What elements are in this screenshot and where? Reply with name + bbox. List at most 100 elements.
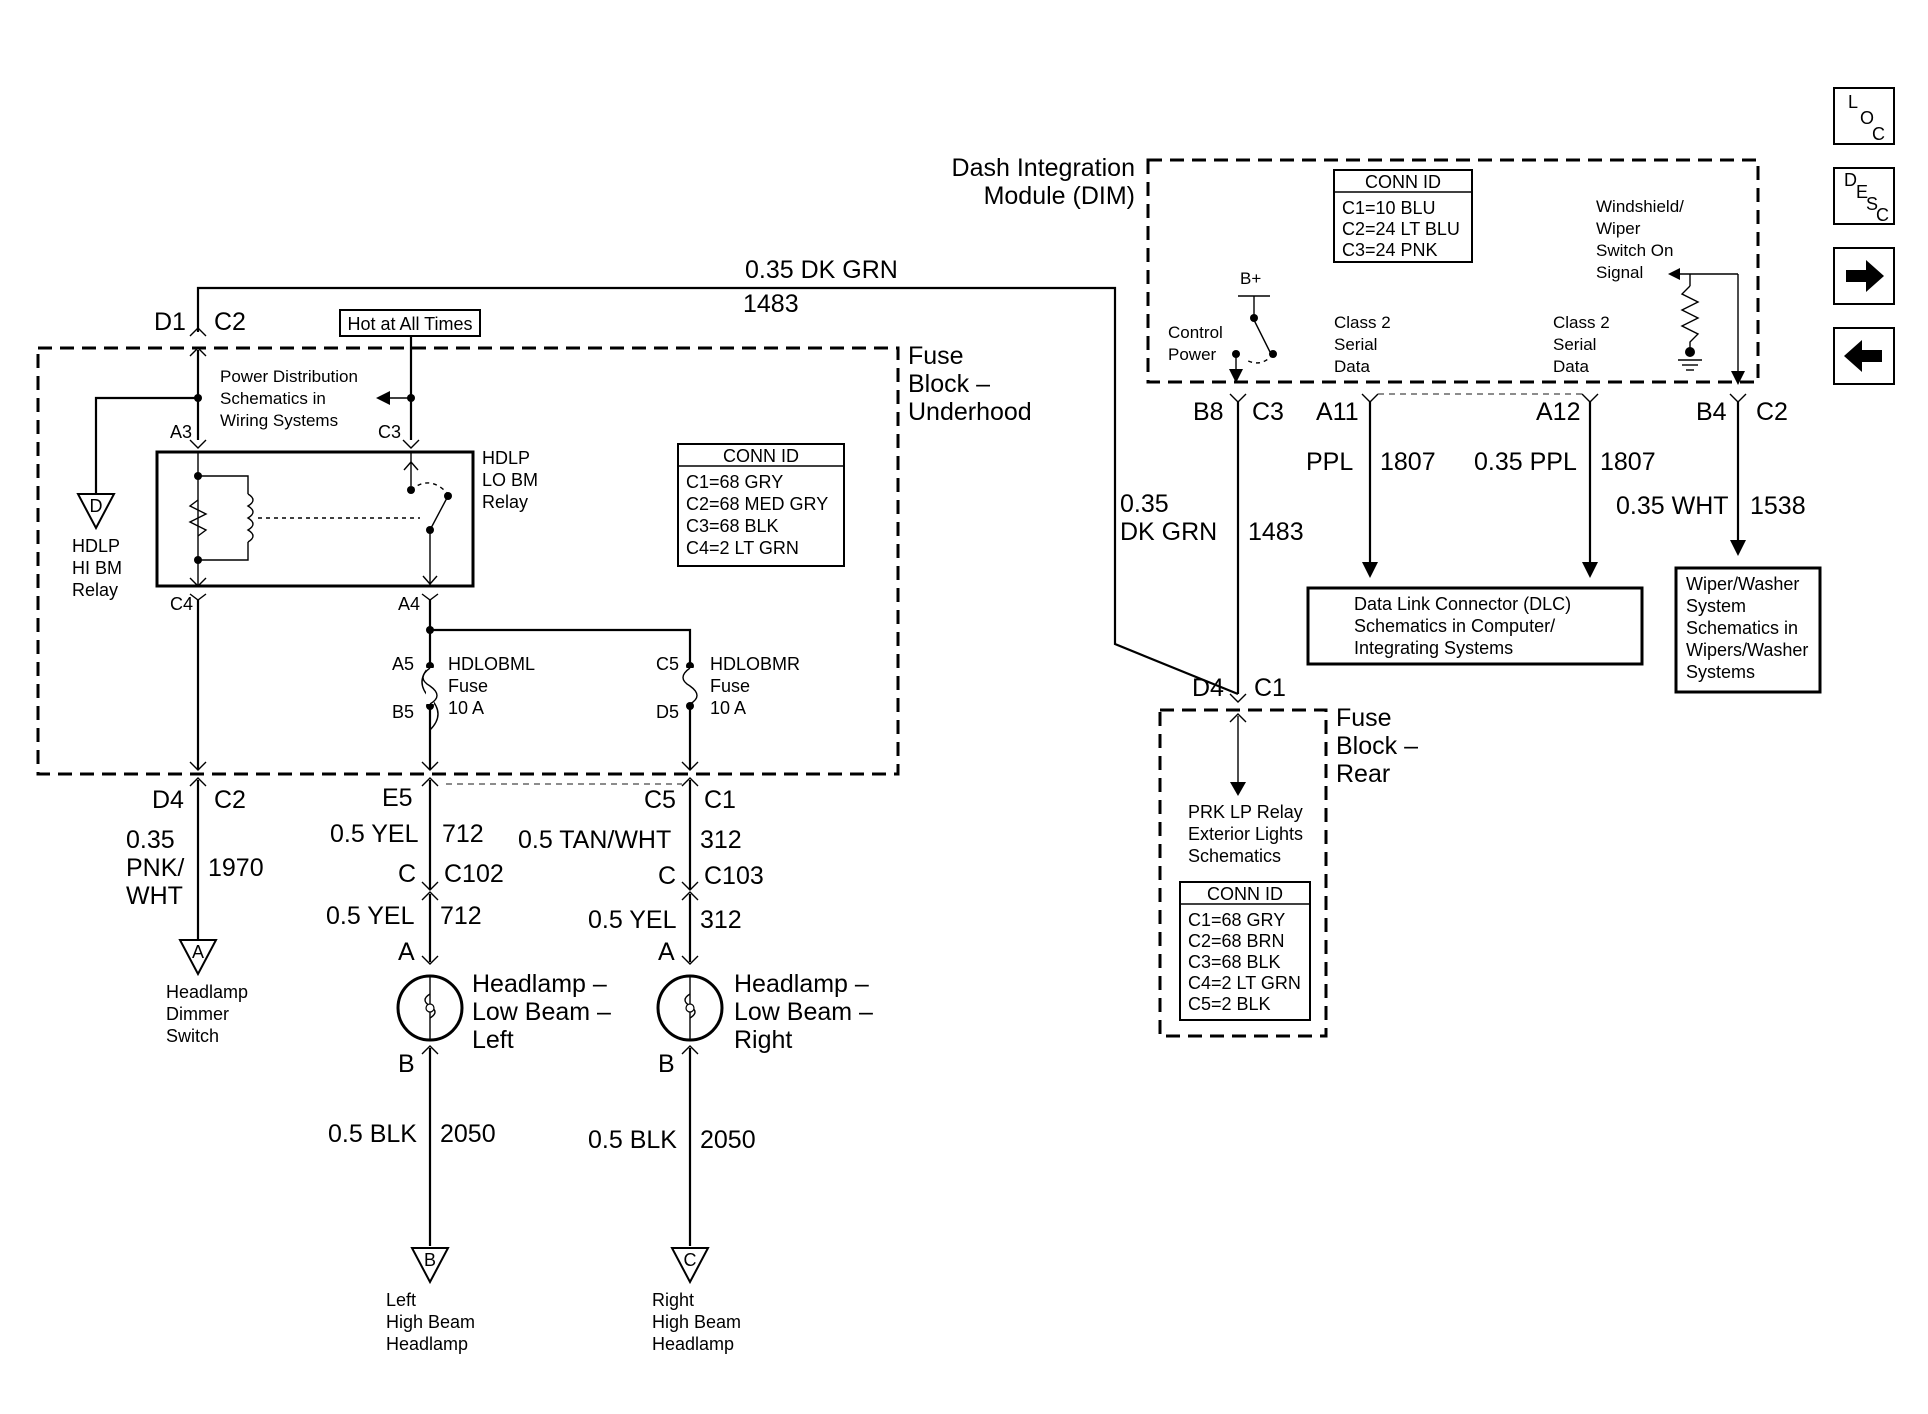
- dim-conn-3: C3=24 PNK: [1342, 240, 1438, 260]
- desc-button[interactable]: D E S C: [1833, 167, 1895, 225]
- right-gauge-3: 0.5 BLK: [588, 1126, 677, 1154]
- dim-conn-1: C1=10 BLU: [1342, 198, 1436, 218]
- top-wire-circuit: 1483: [743, 290, 799, 318]
- rear-conn-5: C5=2 BLK: [1188, 994, 1271, 1014]
- rear-pin-c1: C1: [1254, 674, 1286, 702]
- left-gauge-3: 0.5 BLK: [328, 1120, 417, 1148]
- fuse-block-underhood: Fuse Block – Underhood Power Distributio…: [36, 336, 1032, 776]
- back-button[interactable]: [1833, 327, 1895, 385]
- class2-b-3: Data: [1553, 357, 1589, 376]
- loc-o: O: [1860, 108, 1874, 128]
- right-ref-2: High Beam: [652, 1312, 741, 1332]
- left-conn-c102: C102: [444, 860, 504, 888]
- fuse-l-b: B5: [392, 702, 414, 722]
- b8-circuit: 1483: [1248, 518, 1304, 546]
- rear-conn-4: C4=2 LT GRN: [1188, 973, 1301, 993]
- desc-d: D: [1844, 170, 1857, 190]
- right-name-2: Low Beam –: [734, 998, 873, 1026]
- left-name-2: Low Beam –: [472, 998, 611, 1026]
- rear-pin-d4: D4: [1192, 674, 1224, 702]
- prk-1: PRK LP Relay: [1188, 802, 1303, 822]
- pin-c2-top: C2: [214, 308, 246, 336]
- forward-button[interactable]: [1833, 247, 1895, 305]
- dim-output-wires: 0.35 DK GRN 1483 PPL 1807 0.35 PPL 1807 …: [1120, 402, 1806, 694]
- fuse-l-name: HDLOBML: [448, 654, 535, 674]
- desc-c: C: [1876, 205, 1889, 225]
- ref-c-letter: C: [684, 1250, 697, 1270]
- dim-conn-2: C2=24 LT BLU: [1342, 219, 1460, 239]
- right-pin-c5: C5: [644, 786, 676, 814]
- dimmer-label-1: Headlamp: [166, 982, 248, 1002]
- hot-label: Hot at All Times: [347, 314, 472, 334]
- ref-a-letter: A: [192, 942, 204, 962]
- fbu-title-1: Fuse: [908, 342, 964, 370]
- prk-3: Schematics: [1188, 846, 1281, 866]
- dim-pin-b4: B4: [1696, 398, 1727, 426]
- dlc-2: Schematics in Computer/: [1354, 616, 1555, 636]
- ref-d-letter: D: [90, 496, 103, 516]
- right-gauge-1: 0.5 TAN/WHT: [518, 826, 671, 854]
- fuse-r-amps: 10 A: [710, 698, 746, 718]
- bplus-label: B+: [1240, 269, 1261, 288]
- left-name-1: Headlamp –: [472, 970, 607, 998]
- power-dist-3: Wiring Systems: [220, 411, 338, 430]
- rear-conn-title: CONN ID: [1207, 884, 1283, 904]
- fbu-conn-3: C3=68 BLK: [686, 516, 779, 536]
- relay-label-1: HDLP: [482, 448, 530, 468]
- fbu-conn-1: C1=68 GRY: [686, 472, 783, 492]
- fuse-l-label: Fuse: [448, 676, 488, 696]
- dimmer-gauge-2: PNK/: [126, 854, 184, 882]
- right-circuit-2: 312: [700, 906, 742, 934]
- dimmer-pin-c2: C2: [214, 786, 246, 814]
- fbu-conn-title: CONN ID: [723, 446, 799, 466]
- arrow-left-icon: [1844, 340, 1882, 372]
- left-gauge-2: 0.5 YEL: [326, 902, 415, 930]
- wiper-ref-2: System: [1686, 596, 1746, 616]
- dim-module: Dash Integration Module (DIM) CONN ID C1…: [952, 154, 1788, 426]
- right-conn-c103: C103: [704, 862, 764, 890]
- pin-a4: A4: [398, 594, 420, 614]
- b8-gauge-2: DK GRN: [1120, 518, 1217, 546]
- right-pin-c1: C1: [704, 786, 736, 814]
- dim-pin-c3: C3: [1252, 398, 1284, 426]
- dimmer-gauge-1: 0.35: [126, 826, 175, 854]
- wiper-signal-3: Switch On: [1596, 241, 1673, 260]
- pin-d1: D1: [154, 308, 186, 336]
- power-dist-2: Schematics in: [220, 389, 326, 408]
- dimmer-label-2: Dimmer: [166, 1004, 229, 1024]
- relay-label-3: Relay: [482, 492, 528, 512]
- dim-pin-a11: A11: [1316, 398, 1359, 426]
- loc-button[interactable]: L O C: [1833, 87, 1895, 145]
- right-ref-3: Headlamp: [652, 1334, 734, 1354]
- left-pin-e5: E5: [382, 784, 413, 812]
- fbu-conn-4: C4=2 LT GRN: [686, 538, 799, 558]
- left-circuit-1: 712: [442, 820, 484, 848]
- rear-conn-1: C1=68 GRY: [1188, 910, 1285, 930]
- right-pin-c: C: [658, 862, 676, 890]
- fuse-r-a: C5: [656, 654, 679, 674]
- left-ref-1: Left: [386, 1290, 416, 1310]
- left-pin-b: B: [398, 1050, 415, 1078]
- right-circuit-3: 2050: [700, 1126, 756, 1154]
- left-pin-a: A: [398, 938, 415, 966]
- left-ref-2: High Beam: [386, 1312, 475, 1332]
- dimmer-branch: D4 C2 0.35 PNK/ WHT 1970 A Headlamp Dimm…: [126, 777, 264, 1046]
- class2-a-2: Serial: [1334, 335, 1377, 354]
- left-lamp-branch: E5 0.5 YEL 712 C C102 0.5 YEL 712 A Head…: [326, 777, 682, 1354]
- class2-a-3: Data: [1334, 357, 1370, 376]
- b4-circuit: 1538: [1750, 492, 1806, 520]
- rear-title-2: Block –: [1336, 732, 1418, 760]
- wiper-ref-3: Schematics in: [1686, 618, 1798, 638]
- right-gauge-2: 0.5 YEL: [588, 906, 677, 934]
- dim-pin-c2: C2: [1756, 398, 1788, 426]
- dlc-1: Data Link Connector (DLC): [1354, 594, 1571, 614]
- b8-gauge-1: 0.35: [1120, 490, 1169, 518]
- rear-title-3: Rear: [1336, 760, 1390, 788]
- power-dist-1: Power Distribution: [220, 367, 358, 386]
- hi-bm-relay-ref: D HDLP HI BM Relay: [72, 493, 122, 600]
- dim-pin-a12: A12: [1536, 398, 1580, 426]
- loc-l: L: [1848, 92, 1858, 112]
- dimmer-gauge-3: WHT: [126, 882, 183, 910]
- a11-circuit: 1807: [1380, 448, 1436, 476]
- class2-b-1: Class 2: [1553, 313, 1610, 332]
